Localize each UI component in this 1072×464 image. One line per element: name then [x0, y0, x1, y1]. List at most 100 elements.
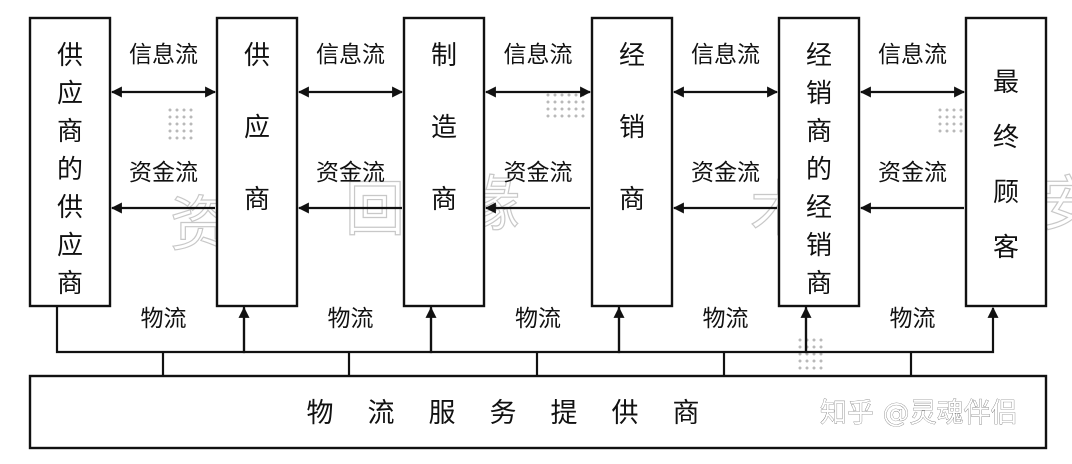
info-flow-label: 信息流 [504, 42, 573, 68]
capital-flow-label: 资金流 [129, 160, 198, 186]
node-distributor: 经销商 [590, 16, 674, 308]
decor-dot [168, 108, 172, 112]
decor-dot [812, 345, 816, 349]
decor-dot [553, 107, 557, 111]
capital-flow-label: 资金流 [691, 160, 760, 186]
decor-dot [574, 100, 578, 104]
decor-dot [945, 115, 949, 119]
decor-dot [798, 366, 802, 370]
decor-dot [798, 345, 802, 349]
capital-flow-label: 资金流 [504, 160, 573, 186]
decor-dot [581, 107, 585, 111]
decor-dot [805, 359, 809, 363]
decor-dot [175, 108, 179, 112]
capital-flow-label: 资金流 [878, 160, 947, 186]
decor-dot [959, 108, 963, 112]
logistics-provider-box [28, 374, 1048, 450]
logistics-provider-label: 物流服务提供商 [307, 398, 734, 429]
node-box-supplier-of-supplier [28, 16, 112, 308]
decor-dot [952, 108, 956, 112]
decor-dot [546, 100, 550, 104]
decor-dot [560, 114, 564, 118]
decor-dot [175, 136, 179, 140]
capital-flow-label: 资金流 [316, 160, 385, 186]
decor-dot [581, 100, 585, 104]
decor-dot [567, 114, 571, 118]
decor-dot [560, 107, 564, 111]
node-supplier: 供应商 [215, 16, 299, 308]
info-flow-label: 信息流 [316, 42, 385, 68]
decor-dot [546, 93, 550, 97]
decor-dot [189, 108, 193, 112]
decor-dot [189, 122, 193, 126]
decor-dot [581, 114, 585, 118]
decor-dot [175, 115, 179, 119]
decor-dot [812, 366, 816, 370]
decor-dot [574, 93, 578, 97]
decor-dot [175, 122, 179, 126]
decor-dot [819, 359, 823, 363]
decor-dot [805, 366, 809, 370]
decor-dot [574, 114, 578, 118]
decor-dot [819, 338, 823, 342]
svg-text:回: 回 [345, 175, 405, 245]
logistics-flow-label: 物流 [515, 306, 561, 332]
node-distributor-of-distributor: 经销商的经销商 [777, 16, 861, 308]
watermark-text: 知乎 @灵魂伴侣 [820, 398, 1018, 429]
decor-dot [168, 115, 172, 119]
decor-dot [938, 122, 942, 126]
decor-dot [952, 122, 956, 126]
decor-dot [553, 100, 557, 104]
node-label-manufacturer: 制造商 [431, 41, 457, 215]
info-flow-label: 信息流 [129, 42, 198, 68]
decor-dot [189, 136, 193, 140]
node-box-supplier [215, 16, 299, 308]
decor-dot [182, 108, 186, 112]
decor-dot [567, 100, 571, 104]
decor-dot [938, 129, 942, 133]
node-supplier-of-supplier: 供应商的供应商 [28, 16, 112, 308]
node-manufacturer: 制造商 [402, 16, 486, 308]
node-end-customer: 最终顾客 [964, 16, 1048, 308]
decor-dot [567, 107, 571, 111]
decor-dot [168, 129, 172, 133]
decor-dot [819, 345, 823, 349]
node-label-supplier: 供应商 [244, 41, 270, 215]
decor-dot [812, 352, 816, 356]
decor-dot [560, 100, 564, 104]
decor-dot [182, 129, 186, 133]
decor-dot [182, 122, 186, 126]
decor-dot [805, 352, 809, 356]
logistics-flow-label: 物流 [703, 306, 749, 332]
decor-dot [560, 93, 564, 97]
logistics-flow-label: 物流 [141, 306, 187, 332]
decor-dot [959, 122, 963, 126]
decor-dot [819, 366, 823, 370]
decor-dot [938, 108, 942, 112]
decor-dot [168, 122, 172, 126]
decor-dot [175, 129, 179, 133]
decor-dot [938, 115, 942, 119]
logistics-flow-label: 物流 [890, 306, 936, 332]
decor-dot [952, 129, 956, 133]
decor-dot [959, 115, 963, 119]
decor-dot [812, 338, 816, 342]
decor-dot [812, 359, 816, 363]
logistics-flow-label: 物流 [328, 306, 374, 332]
decor-dot [168, 136, 172, 140]
decor-dot [798, 338, 802, 342]
decor-dot [819, 352, 823, 356]
decor-dot [574, 107, 578, 111]
decor-dot [798, 352, 802, 356]
decor-dot [945, 129, 949, 133]
decor-dot [546, 114, 550, 118]
decor-dot [567, 93, 571, 97]
logistics-flow-arrow [804, 306, 999, 354]
node-label-supplier-of-supplier: 供应商的供应商 [57, 41, 83, 299]
node-label-distributor-of-distributor: 经销商的经销商 [806, 41, 832, 299]
info-flow-label: 信息流 [878, 42, 947, 68]
node-box-distributor-of-distributor [777, 16, 861, 308]
decor-dot [189, 129, 193, 133]
decor-dot [182, 115, 186, 119]
